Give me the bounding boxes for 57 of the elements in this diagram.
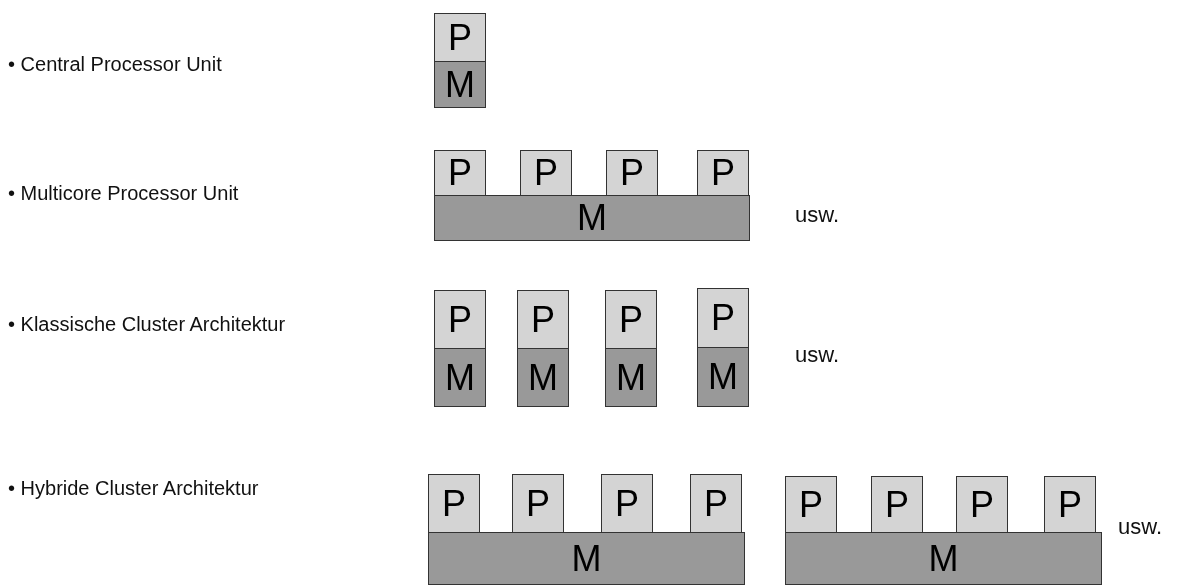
block-letter: P	[615, 485, 639, 522]
block-letter: M	[708, 359, 738, 395]
block-letter: M	[928, 540, 959, 577]
memory-block	[785, 532, 1102, 585]
memory-block	[428, 532, 745, 585]
label-text: usw.	[795, 202, 840, 229]
block-letter: M	[445, 66, 475, 103]
block-letter: P	[448, 301, 472, 338]
processor-block	[690, 474, 742, 533]
block-letter: P	[970, 486, 994, 523]
processor-block	[785, 476, 837, 533]
processor-block	[434, 13, 486, 62]
processor-block	[956, 476, 1008, 533]
block-letter: P	[711, 300, 735, 336]
processor-block	[605, 290, 657, 349]
block-letter: P	[885, 486, 909, 523]
processor-block	[512, 474, 564, 533]
processor-block	[428, 474, 480, 533]
memory-block	[434, 61, 486, 108]
label-text: • Klassische Cluster Architektur	[8, 312, 286, 336]
block-letter: P	[442, 485, 466, 522]
processor-block	[601, 474, 653, 533]
block-letter: M	[616, 359, 646, 396]
label-text: • Central Processor Unit	[8, 52, 222, 76]
block-letter: P	[1058, 486, 1082, 523]
processor-block	[697, 150, 749, 196]
label-text: • Multicore Processor Unit	[8, 181, 239, 205]
block-letter: P	[531, 301, 555, 338]
processor-block	[520, 150, 572, 196]
block-letter: P	[799, 486, 823, 523]
memory-block	[605, 348, 657, 407]
label-text: usw.	[1118, 514, 1163, 541]
processor-block	[434, 290, 486, 349]
processor-block	[517, 290, 569, 349]
block-letter: P	[534, 155, 558, 191]
processor-block	[606, 150, 658, 196]
block-letter: M	[577, 200, 607, 236]
block-letter: P	[619, 301, 643, 338]
memory-block	[517, 348, 569, 407]
processor-block	[434, 150, 486, 196]
block-letter: P	[448, 19, 472, 56]
block-letter: M	[445, 359, 475, 396]
memory-block	[434, 195, 750, 241]
block-letter: P	[704, 485, 728, 522]
processor-block	[697, 288, 749, 348]
block-letter: P	[526, 485, 550, 522]
block-letter: M	[571, 540, 602, 577]
label-text: • Hybride Cluster Architektur	[8, 476, 259, 500]
memory-block	[434, 348, 486, 407]
block-letter: P	[448, 155, 472, 191]
processor-block	[1044, 476, 1096, 533]
block-letter: P	[711, 155, 735, 191]
processor-block	[871, 476, 923, 533]
block-letter: P	[620, 155, 644, 191]
label-text: usw.	[795, 342, 840, 369]
block-letter: M	[528, 359, 558, 396]
memory-block	[697, 347, 749, 407]
